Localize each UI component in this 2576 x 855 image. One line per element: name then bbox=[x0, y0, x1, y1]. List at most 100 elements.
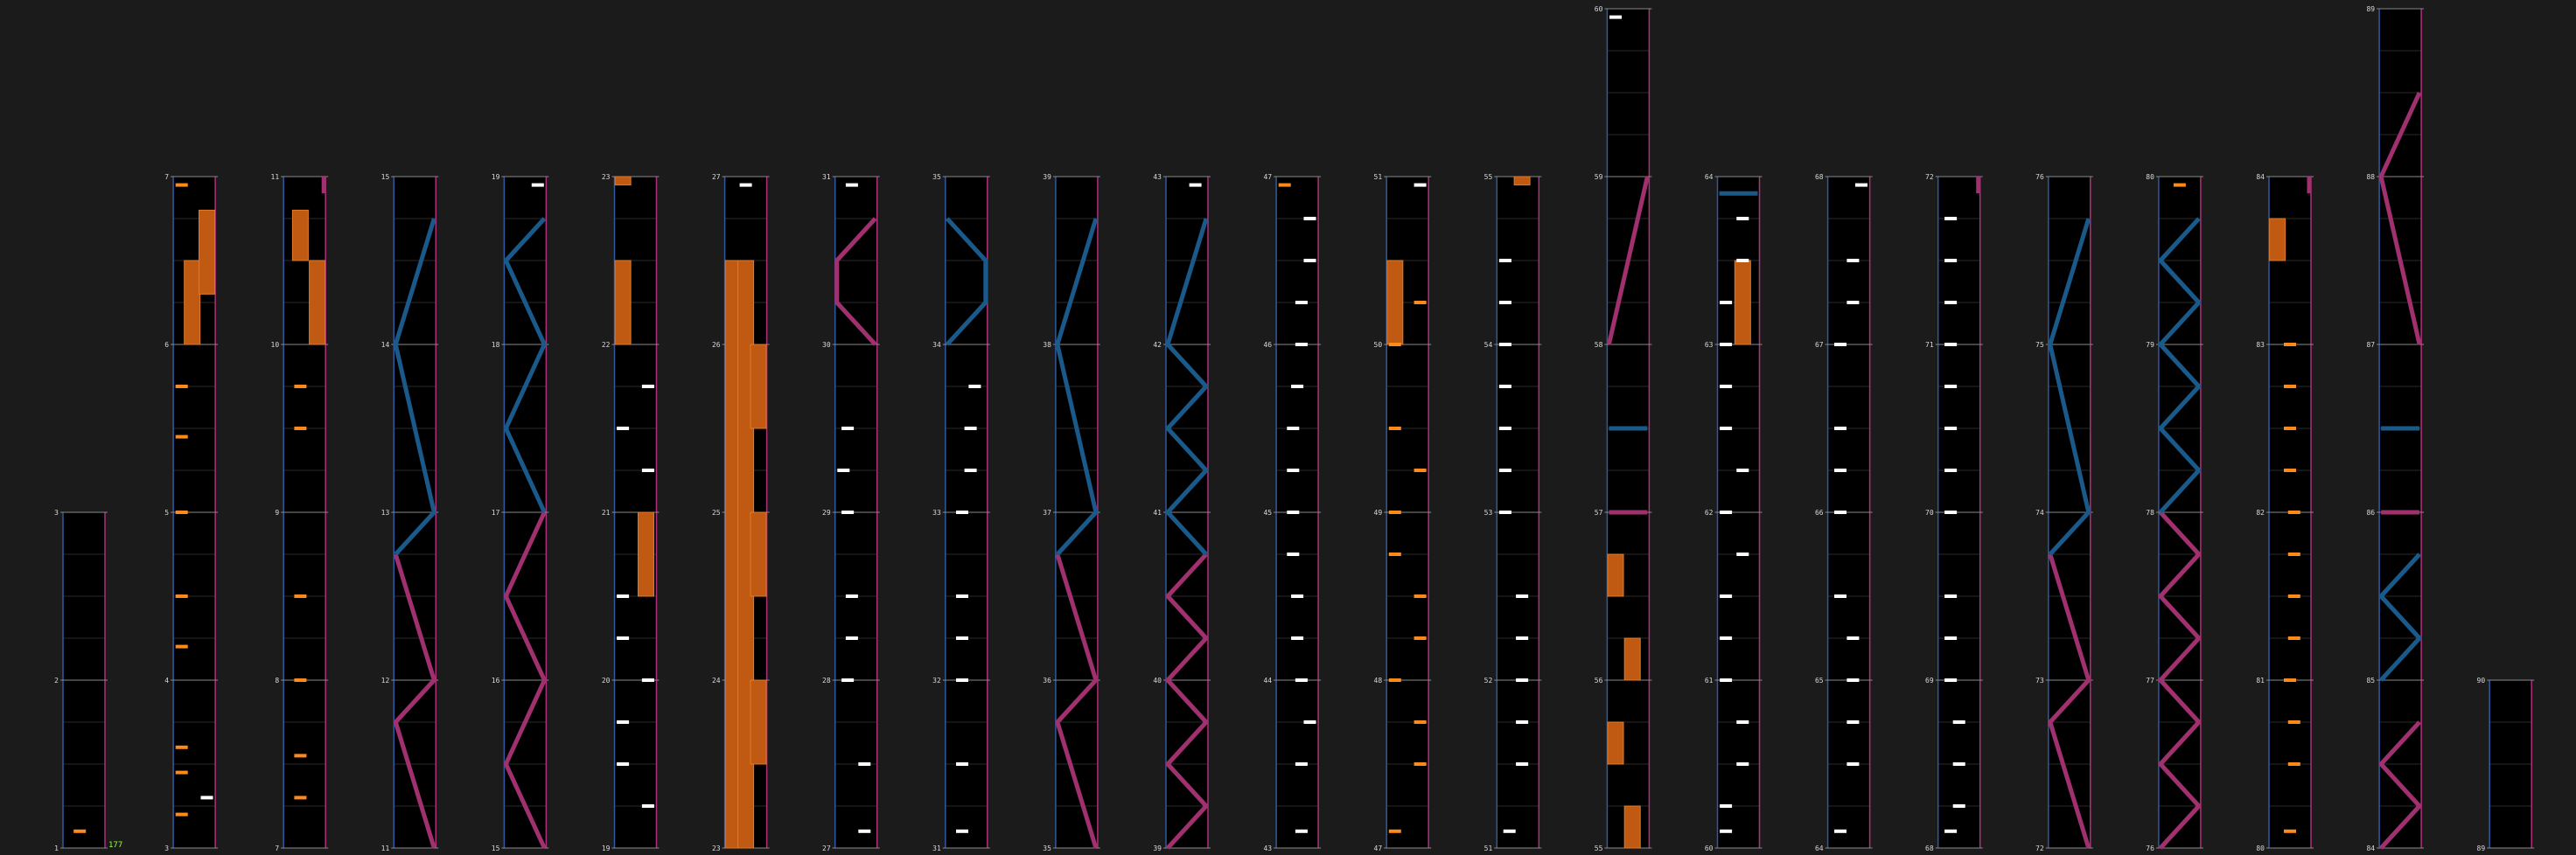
note bbox=[1736, 217, 1749, 220]
note bbox=[956, 511, 968, 514]
scratch-zigzag bbox=[2158, 511, 2202, 850]
note bbox=[1388, 553, 1401, 556]
note bbox=[1498, 343, 1511, 346]
measure-number: 6 bbox=[164, 341, 169, 349]
note bbox=[1189, 183, 1202, 187]
note bbox=[2284, 385, 2296, 388]
note bbox=[956, 829, 968, 833]
note bbox=[1498, 385, 1511, 388]
note bbox=[1388, 427, 1401, 430]
measure-number: 7 bbox=[164, 173, 169, 181]
measure-number: 74 bbox=[2035, 509, 2044, 517]
note bbox=[1720, 343, 1733, 346]
hold-note bbox=[638, 511, 654, 597]
note bbox=[175, 511, 188, 514]
measure-number: 14 bbox=[381, 341, 390, 349]
note bbox=[617, 762, 630, 766]
note bbox=[73, 829, 87, 833]
scratch-zigzag bbox=[945, 217, 988, 346]
measure-number: 49 bbox=[1374, 509, 1383, 517]
note bbox=[2287, 553, 2300, 556]
measure-number: 19 bbox=[602, 845, 611, 852]
measure-number: 32 bbox=[932, 677, 941, 685]
measure-number: 10 bbox=[271, 341, 280, 349]
note bbox=[841, 678, 855, 682]
measure-number: 45 bbox=[1263, 509, 1272, 517]
note bbox=[1291, 594, 1304, 598]
note bbox=[1944, 511, 1958, 514]
measure-number: 23 bbox=[602, 173, 611, 181]
note bbox=[1834, 594, 1846, 598]
scratch-zigzag bbox=[1055, 218, 1099, 556]
note bbox=[1720, 301, 1733, 304]
measure-number: 89 bbox=[2477, 845, 2486, 852]
note bbox=[841, 511, 855, 514]
note bbox=[1720, 829, 1733, 833]
note bbox=[294, 427, 307, 430]
note bbox=[1516, 720, 1529, 724]
note bbox=[1736, 259, 1749, 262]
scratch-zigzag bbox=[1165, 218, 1209, 556]
measure-number: 48 bbox=[1374, 677, 1383, 685]
measure-number: 15 bbox=[381, 173, 390, 181]
measure-number: 61 bbox=[1705, 677, 1714, 685]
hold-note bbox=[750, 344, 767, 429]
note bbox=[175, 812, 188, 817]
measure-number: 67 bbox=[1815, 341, 1824, 349]
scratch-zigzag bbox=[2378, 91, 2422, 345]
note bbox=[1516, 678, 1529, 682]
scratch-zigzag bbox=[1055, 553, 1099, 849]
measure-number: 83 bbox=[2256, 341, 2265, 349]
note bbox=[956, 636, 968, 640]
note bbox=[1503, 829, 1516, 833]
hold-note bbox=[291, 209, 309, 261]
note bbox=[1944, 385, 1958, 388]
note bbox=[1609, 15, 1622, 19]
measure-number: 3 bbox=[164, 845, 169, 852]
measure-number: 19 bbox=[492, 173, 500, 181]
note bbox=[1834, 427, 1846, 430]
measure-number: 25 bbox=[712, 509, 721, 517]
measure-number: 78 bbox=[2146, 509, 2154, 517]
hold-note bbox=[1623, 805, 1641, 849]
note bbox=[1736, 553, 1749, 556]
note bbox=[1944, 217, 1958, 220]
measure-number: 1 bbox=[54, 845, 59, 852]
note bbox=[1287, 511, 1300, 514]
note bbox=[175, 385, 188, 388]
note bbox=[1295, 301, 1308, 304]
note bbox=[841, 427, 855, 430]
measure-number: 68 bbox=[1815, 173, 1824, 181]
measure-number: 64 bbox=[1815, 845, 1824, 852]
measure-number: 47 bbox=[1374, 845, 1383, 852]
note bbox=[1287, 427, 1300, 430]
scratch-zigzag bbox=[503, 217, 547, 514]
measure-number: 9 bbox=[275, 509, 279, 517]
note bbox=[641, 385, 654, 388]
note bbox=[617, 594, 630, 598]
note bbox=[1516, 594, 1529, 598]
scratch-zigzag bbox=[503, 511, 547, 850]
hold-note bbox=[1607, 553, 1624, 597]
measure-number: 76 bbox=[2146, 845, 2154, 852]
note bbox=[1720, 511, 1733, 514]
note bbox=[1846, 301, 1860, 304]
measure-number: 55 bbox=[1595, 845, 1603, 852]
measure-number: 15 bbox=[492, 845, 500, 852]
note bbox=[1944, 469, 1958, 472]
hold-note bbox=[614, 176, 632, 186]
measure-number: 58 bbox=[1595, 341, 1603, 349]
hold-note bbox=[184, 260, 201, 345]
measure-number: 17 bbox=[492, 509, 500, 517]
note bbox=[1846, 762, 1860, 766]
note bbox=[294, 385, 307, 388]
measure-number: 51 bbox=[1484, 845, 1493, 852]
note bbox=[739, 183, 752, 187]
note bbox=[1295, 343, 1308, 346]
measure-number: 86 bbox=[2366, 509, 2375, 517]
measure-number: 33 bbox=[932, 509, 941, 517]
note bbox=[175, 770, 188, 775]
measure-number: 38 bbox=[1043, 341, 1051, 349]
hold-note bbox=[309, 260, 326, 345]
note bbox=[1952, 720, 1965, 724]
